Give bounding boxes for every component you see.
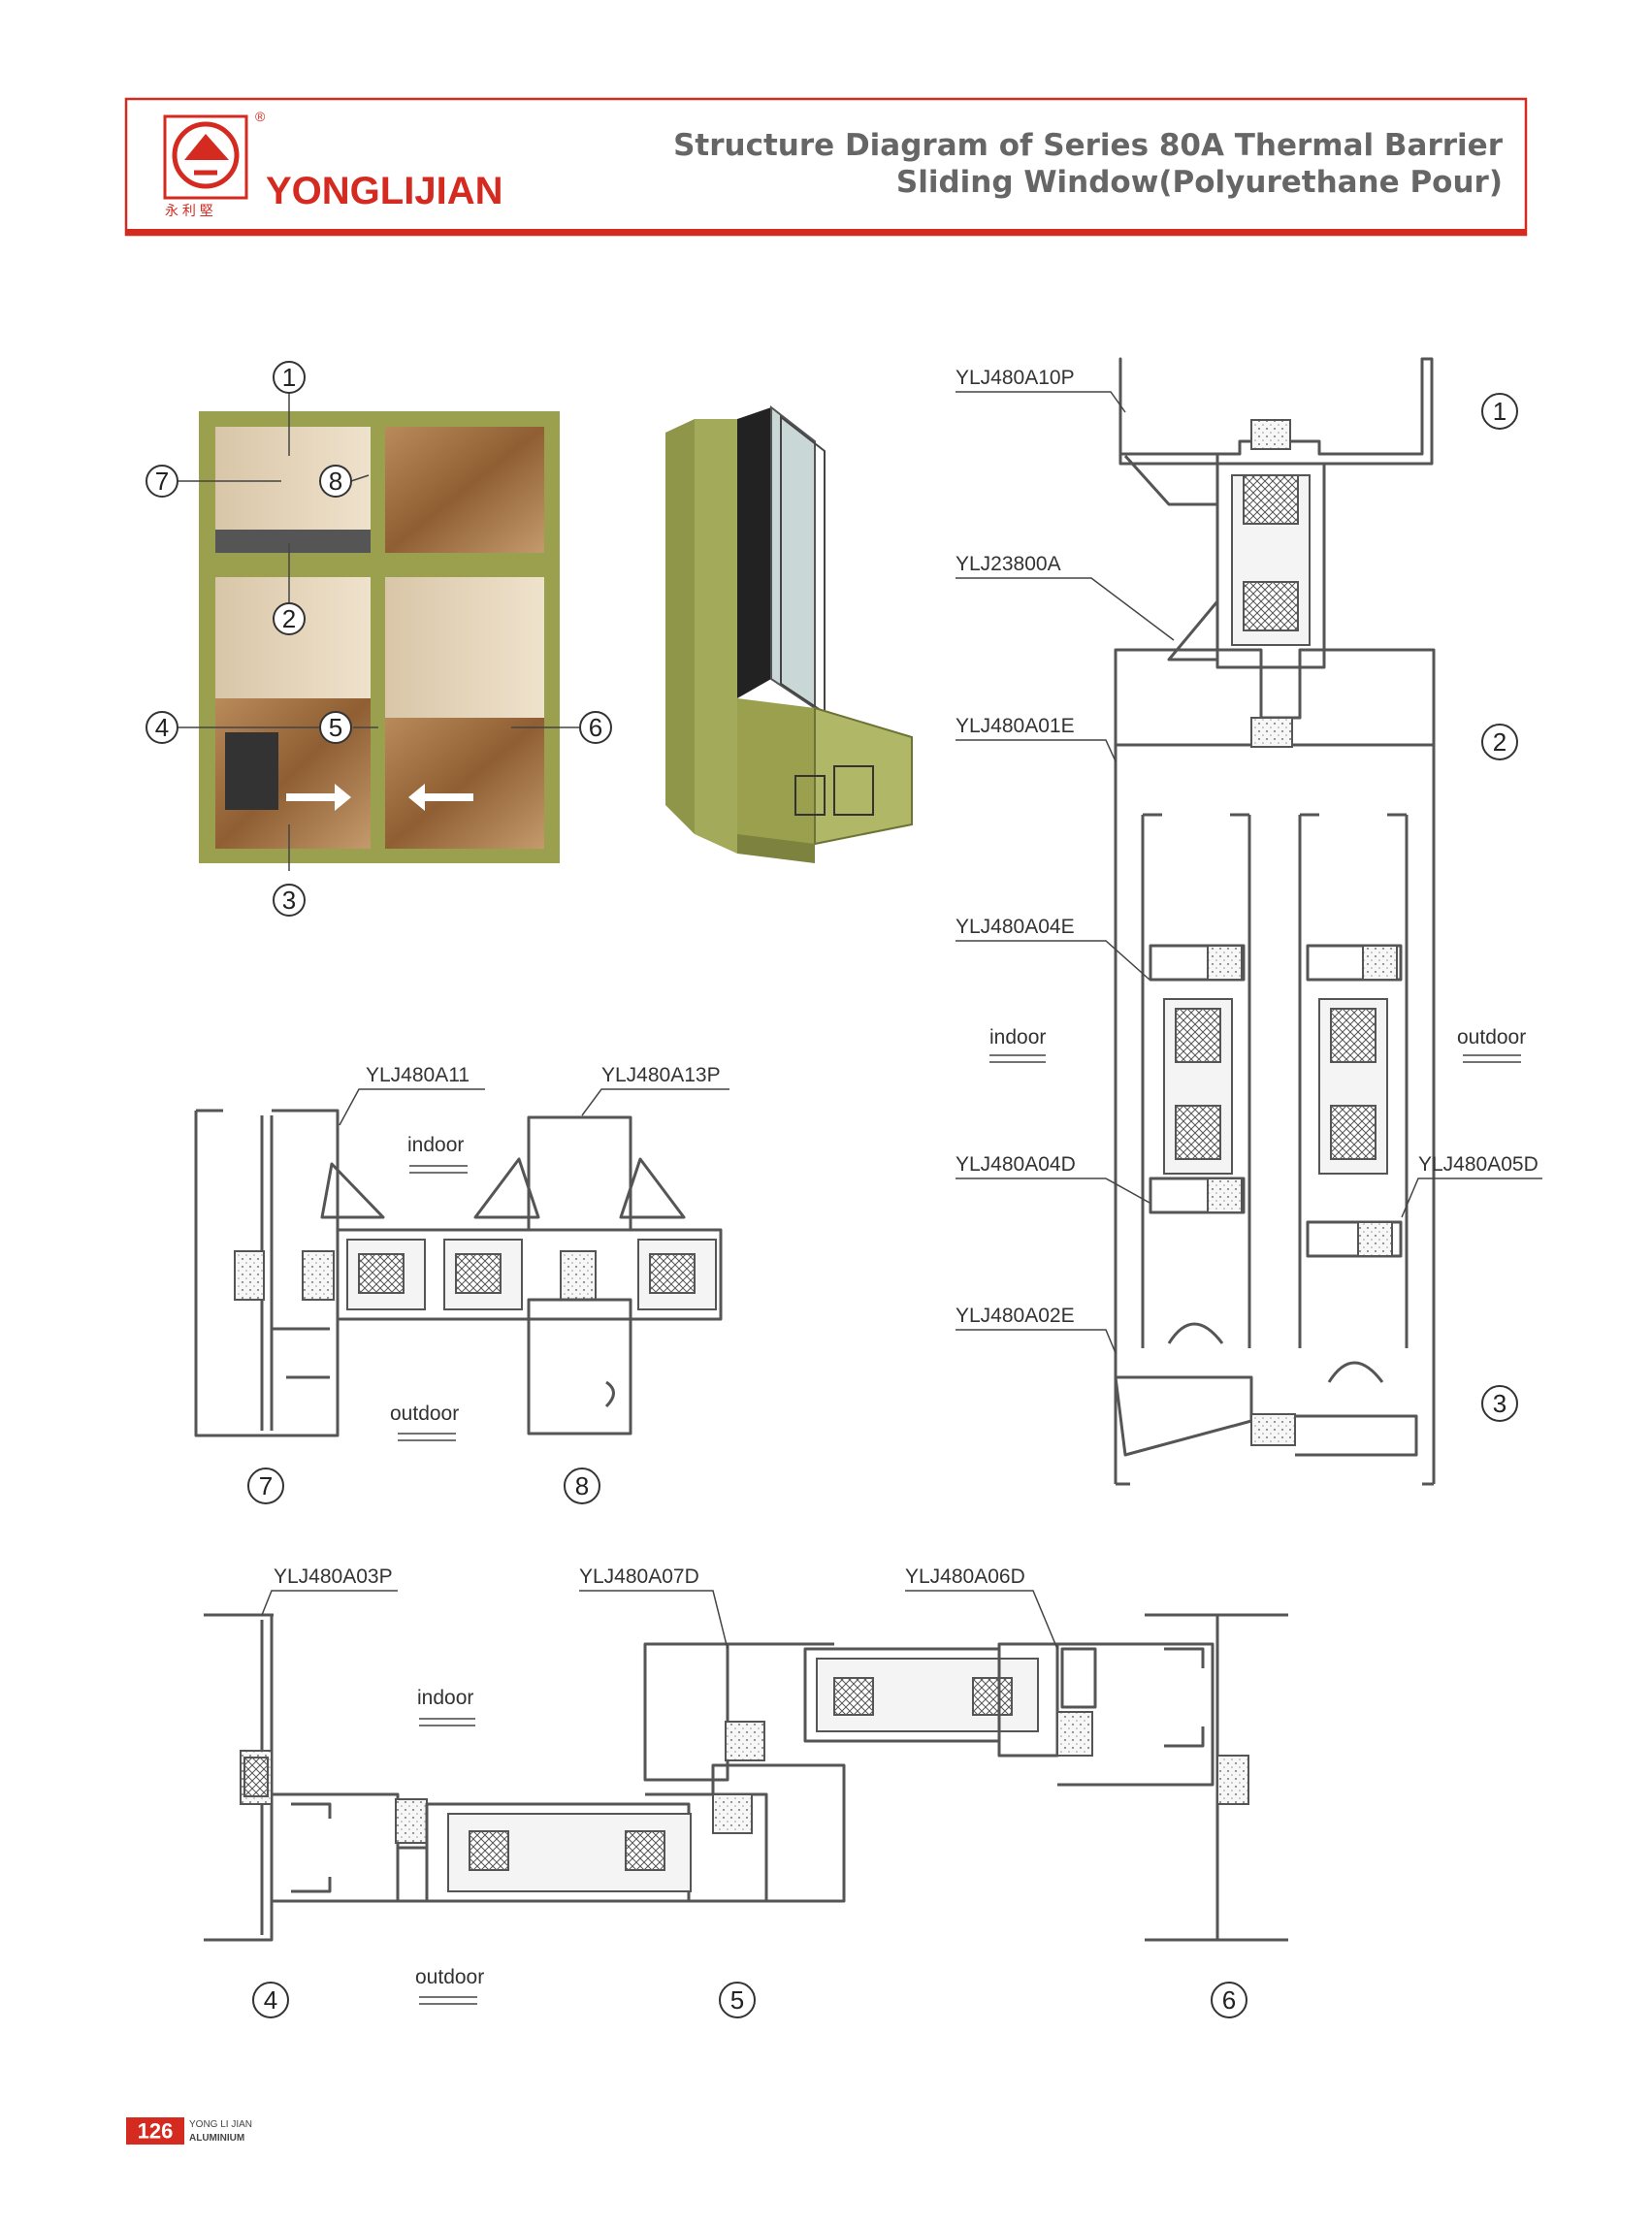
svg-text:4: 4 — [155, 713, 169, 742]
callout-7: 7 — [146, 465, 178, 498]
svg-text:1: 1 — [1493, 397, 1506, 426]
callout-6: 6 — [579, 711, 612, 744]
svg-text:2: 2 — [282, 604, 296, 633]
bottom-section-labels: YLJ480A03P YLJ480A07D YLJ480A06D indoor … — [252, 1565, 1247, 2018]
callout-1: 1 — [273, 361, 306, 394]
indoor-label: indoor — [989, 1026, 1046, 1048]
section-number-4: 4 — [252, 1982, 289, 2018]
window-photo — [199, 411, 560, 863]
left-section-profiles — [194, 1109, 723, 1437]
part-label-ylj480a04d: YLJ480A04D — [956, 1153, 1076, 1176]
svg-text:8: 8 — [575, 1471, 589, 1500]
header: ® 永 利 堅 YONGLIJIAN Structure Diagram of … — [124, 97, 1528, 237]
svg-text:7: 7 — [155, 467, 169, 496]
section-number-6: 6 — [1211, 1982, 1247, 2018]
part-label-ylj480a02e: YLJ480A02E — [956, 1305, 1075, 1327]
footer-line1: YONG LI JIAN — [189, 2119, 252, 2130]
page-title-line1: Structure Diagram of Series 80A Thermal … — [673, 128, 1504, 163]
svg-text:4: 4 — [264, 1985, 277, 2015]
section-number-8: 8 — [564, 1468, 600, 1504]
svg-text:5: 5 — [329, 713, 342, 742]
vertical-section-labels: YLJ480A10P YLJ23800A YLJ480A01E YLJ480A0… — [956, 367, 1542, 1422]
callout-4: 4 — [146, 711, 178, 744]
bottom-outdoor-label: outdoor — [415, 1966, 484, 1988]
left-section-labels: YLJ480A11 YLJ480A13P indoor outdoor 7 8 — [247, 1064, 729, 1504]
callout-5: 5 — [319, 711, 352, 744]
svg-text:7: 7 — [259, 1471, 273, 1500]
svg-text:1: 1 — [282, 363, 296, 392]
svg-text:8: 8 — [329, 467, 342, 496]
part-label-ylj480a13p: YLJ480A13P — [601, 1064, 721, 1086]
svg-text:5: 5 — [730, 1985, 744, 2015]
part-label-ylj480a06d: YLJ480A06D — [905, 1565, 1025, 1588]
footer: 126 YONG LI JIAN ALUMINIUM — [126, 2117, 252, 2145]
slide-left-arrow-icon — [408, 784, 473, 811]
vertical-section-profiles — [1114, 357, 1436, 1486]
part-label-ylj23800a: YLJ23800A — [956, 553, 1061, 575]
section-number-1: 1 — [1481, 393, 1518, 430]
callout-3: 3 — [273, 884, 306, 917]
section-number-7: 7 — [247, 1468, 284, 1504]
section-number-5: 5 — [719, 1982, 756, 2018]
part-label-ylj480a07d: YLJ480A07D — [579, 1565, 699, 1588]
section-number-3: 3 — [1481, 1385, 1518, 1422]
left-indoor-label: indoor — [407, 1134, 464, 1156]
part-label-ylj480a01e: YLJ480A01E — [956, 715, 1075, 737]
part-label-ylj480a10p: YLJ480A10P — [956, 367, 1075, 389]
page-title-line2: Sliding Window(Polyurethane Pour) — [896, 165, 1503, 200]
svg-text:3: 3 — [1493, 1389, 1506, 1418]
svg-text:3: 3 — [282, 886, 296, 915]
footer-line2: ALUMINIUM — [189, 2133, 244, 2144]
slide-right-arrow-icon — [286, 784, 351, 811]
svg-text:2: 2 — [1493, 727, 1506, 757]
section-number-2: 2 — [1481, 724, 1518, 760]
callout-2: 2 — [273, 602, 306, 635]
photo-callouts: 1 2 3 4 5 6 7 8 — [146, 361, 612, 917]
part-label-ylj480a03p: YLJ480A03P — [274, 1565, 393, 1588]
corner-profile-render — [665, 404, 913, 863]
callout-8: 8 — [319, 465, 352, 498]
outdoor-label: outdoor — [1457, 1026, 1526, 1048]
page-number: 126 — [138, 2119, 174, 2144]
registered-mark: ® — [255, 109, 266, 124]
svg-text:6: 6 — [589, 713, 602, 742]
brand-name-cn: 永 利 堅 — [165, 203, 213, 218]
part-label-ylj480a04e: YLJ480A04E — [956, 916, 1075, 938]
part-label-ylj480a11: YLJ480A11 — [366, 1064, 470, 1086]
part-label-ylj480a05d: YLJ480A05D — [1418, 1153, 1539, 1176]
bottom-indoor-label: indoor — [417, 1687, 473, 1709]
left-outdoor-label: outdoor — [390, 1403, 459, 1425]
brand-name: YONGLIJIAN — [266, 170, 502, 212]
svg-text:6: 6 — [1222, 1985, 1236, 2015]
brand-logo-icon — [163, 114, 248, 200]
bottom-section-profiles — [204, 1613, 1288, 1942]
